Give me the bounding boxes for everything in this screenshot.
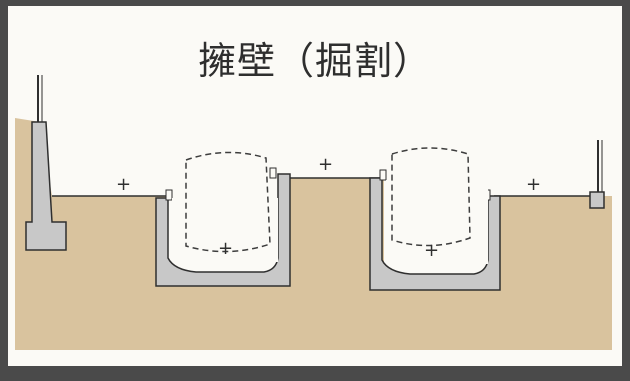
plus-mark-right-channel: + <box>424 240 439 261</box>
right-dashed-tunnel <box>391 147 471 247</box>
left-retaining-wall <box>25 75 67 251</box>
plus-mark-middle-ground: + <box>318 154 333 175</box>
plus-mark-right-ground: + <box>526 174 541 195</box>
diagram-title: 擁壁（掘割） <box>197 39 432 83</box>
right-small-wall <box>589 140 605 209</box>
plus-mark-left-ground: + <box>116 174 131 195</box>
plus-mark-left-channel: + <box>218 238 233 259</box>
left-dashed-tunnel <box>185 151 271 253</box>
right-channel-inner <box>386 180 488 264</box>
soil-ground <box>15 118 612 350</box>
